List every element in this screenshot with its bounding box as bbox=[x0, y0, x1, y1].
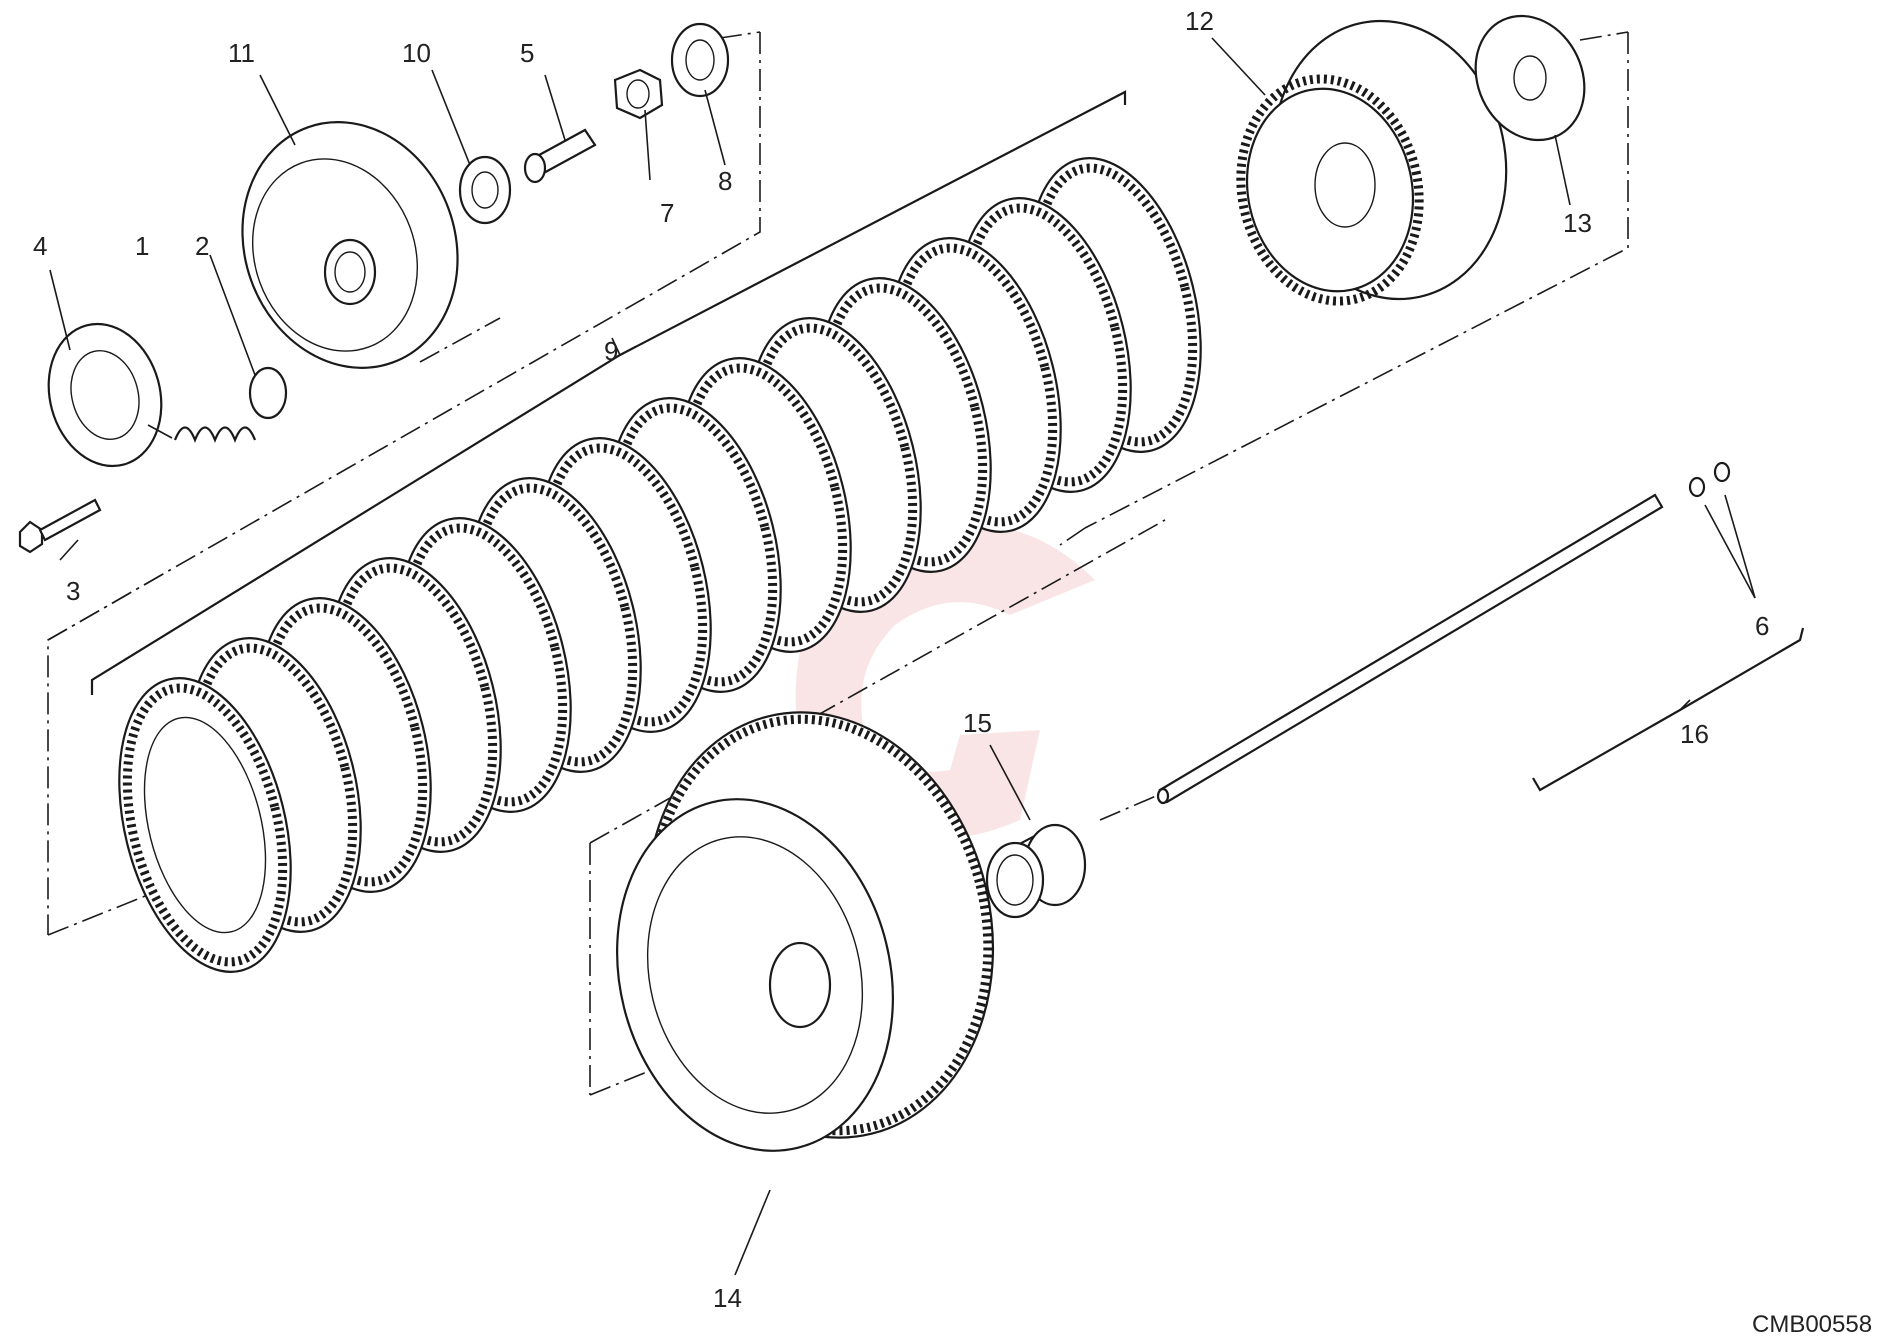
callout-15: 15 bbox=[963, 708, 992, 738]
diagram-code: CMB00558 bbox=[1752, 1311, 1872, 1338]
push-rod-bracket bbox=[1532, 627, 1805, 792]
bush bbox=[985, 823, 1087, 919]
push-rod bbox=[1156, 493, 1664, 805]
callout-12: 12 bbox=[1185, 6, 1214, 36]
clutch-basket bbox=[616, 711, 995, 1152]
callout-2: 2 bbox=[195, 231, 209, 261]
plates-bracket bbox=[90, 90, 1127, 695]
callout-11: 11 bbox=[228, 38, 255, 68]
callout-8: 8 bbox=[718, 166, 732, 196]
callout-10: 10 bbox=[402, 38, 431, 68]
callout-16: 16 bbox=[1680, 719, 1709, 749]
leader-lines bbox=[49, 37, 1756, 1276]
washer bbox=[1474, 14, 1586, 142]
callout-9: 9 bbox=[604, 336, 618, 366]
lock-washer bbox=[670, 22, 730, 98]
bearing bbox=[458, 155, 512, 225]
clutch-plate-stack bbox=[118, 157, 1202, 973]
clutch-plate bbox=[118, 677, 292, 973]
thrust-piece bbox=[523, 128, 597, 184]
bolt bbox=[18, 498, 102, 554]
callout-14: 14 bbox=[713, 1283, 742, 1313]
callout-6: 6 bbox=[1755, 611, 1769, 641]
callout-5: 5 bbox=[520, 38, 534, 68]
nut bbox=[613, 68, 664, 120]
spring-cup bbox=[248, 366, 288, 420]
pressure-plate bbox=[241, 121, 459, 369]
callout-7: 7 bbox=[660, 198, 674, 228]
callouts: 1 2 3 4 5 6 7 8 9 10 11 12 13 14 15 16 bbox=[33, 6, 1769, 1313]
spring bbox=[173, 426, 257, 443]
callout-1: 1 bbox=[135, 231, 149, 261]
cover-plate bbox=[47, 322, 163, 468]
callout-3: 3 bbox=[66, 576, 80, 606]
callout-4: 4 bbox=[33, 231, 47, 261]
o-rings bbox=[1688, 461, 1731, 498]
callout-13: 13 bbox=[1563, 208, 1592, 238]
clutch-hub bbox=[1236, 19, 1508, 306]
